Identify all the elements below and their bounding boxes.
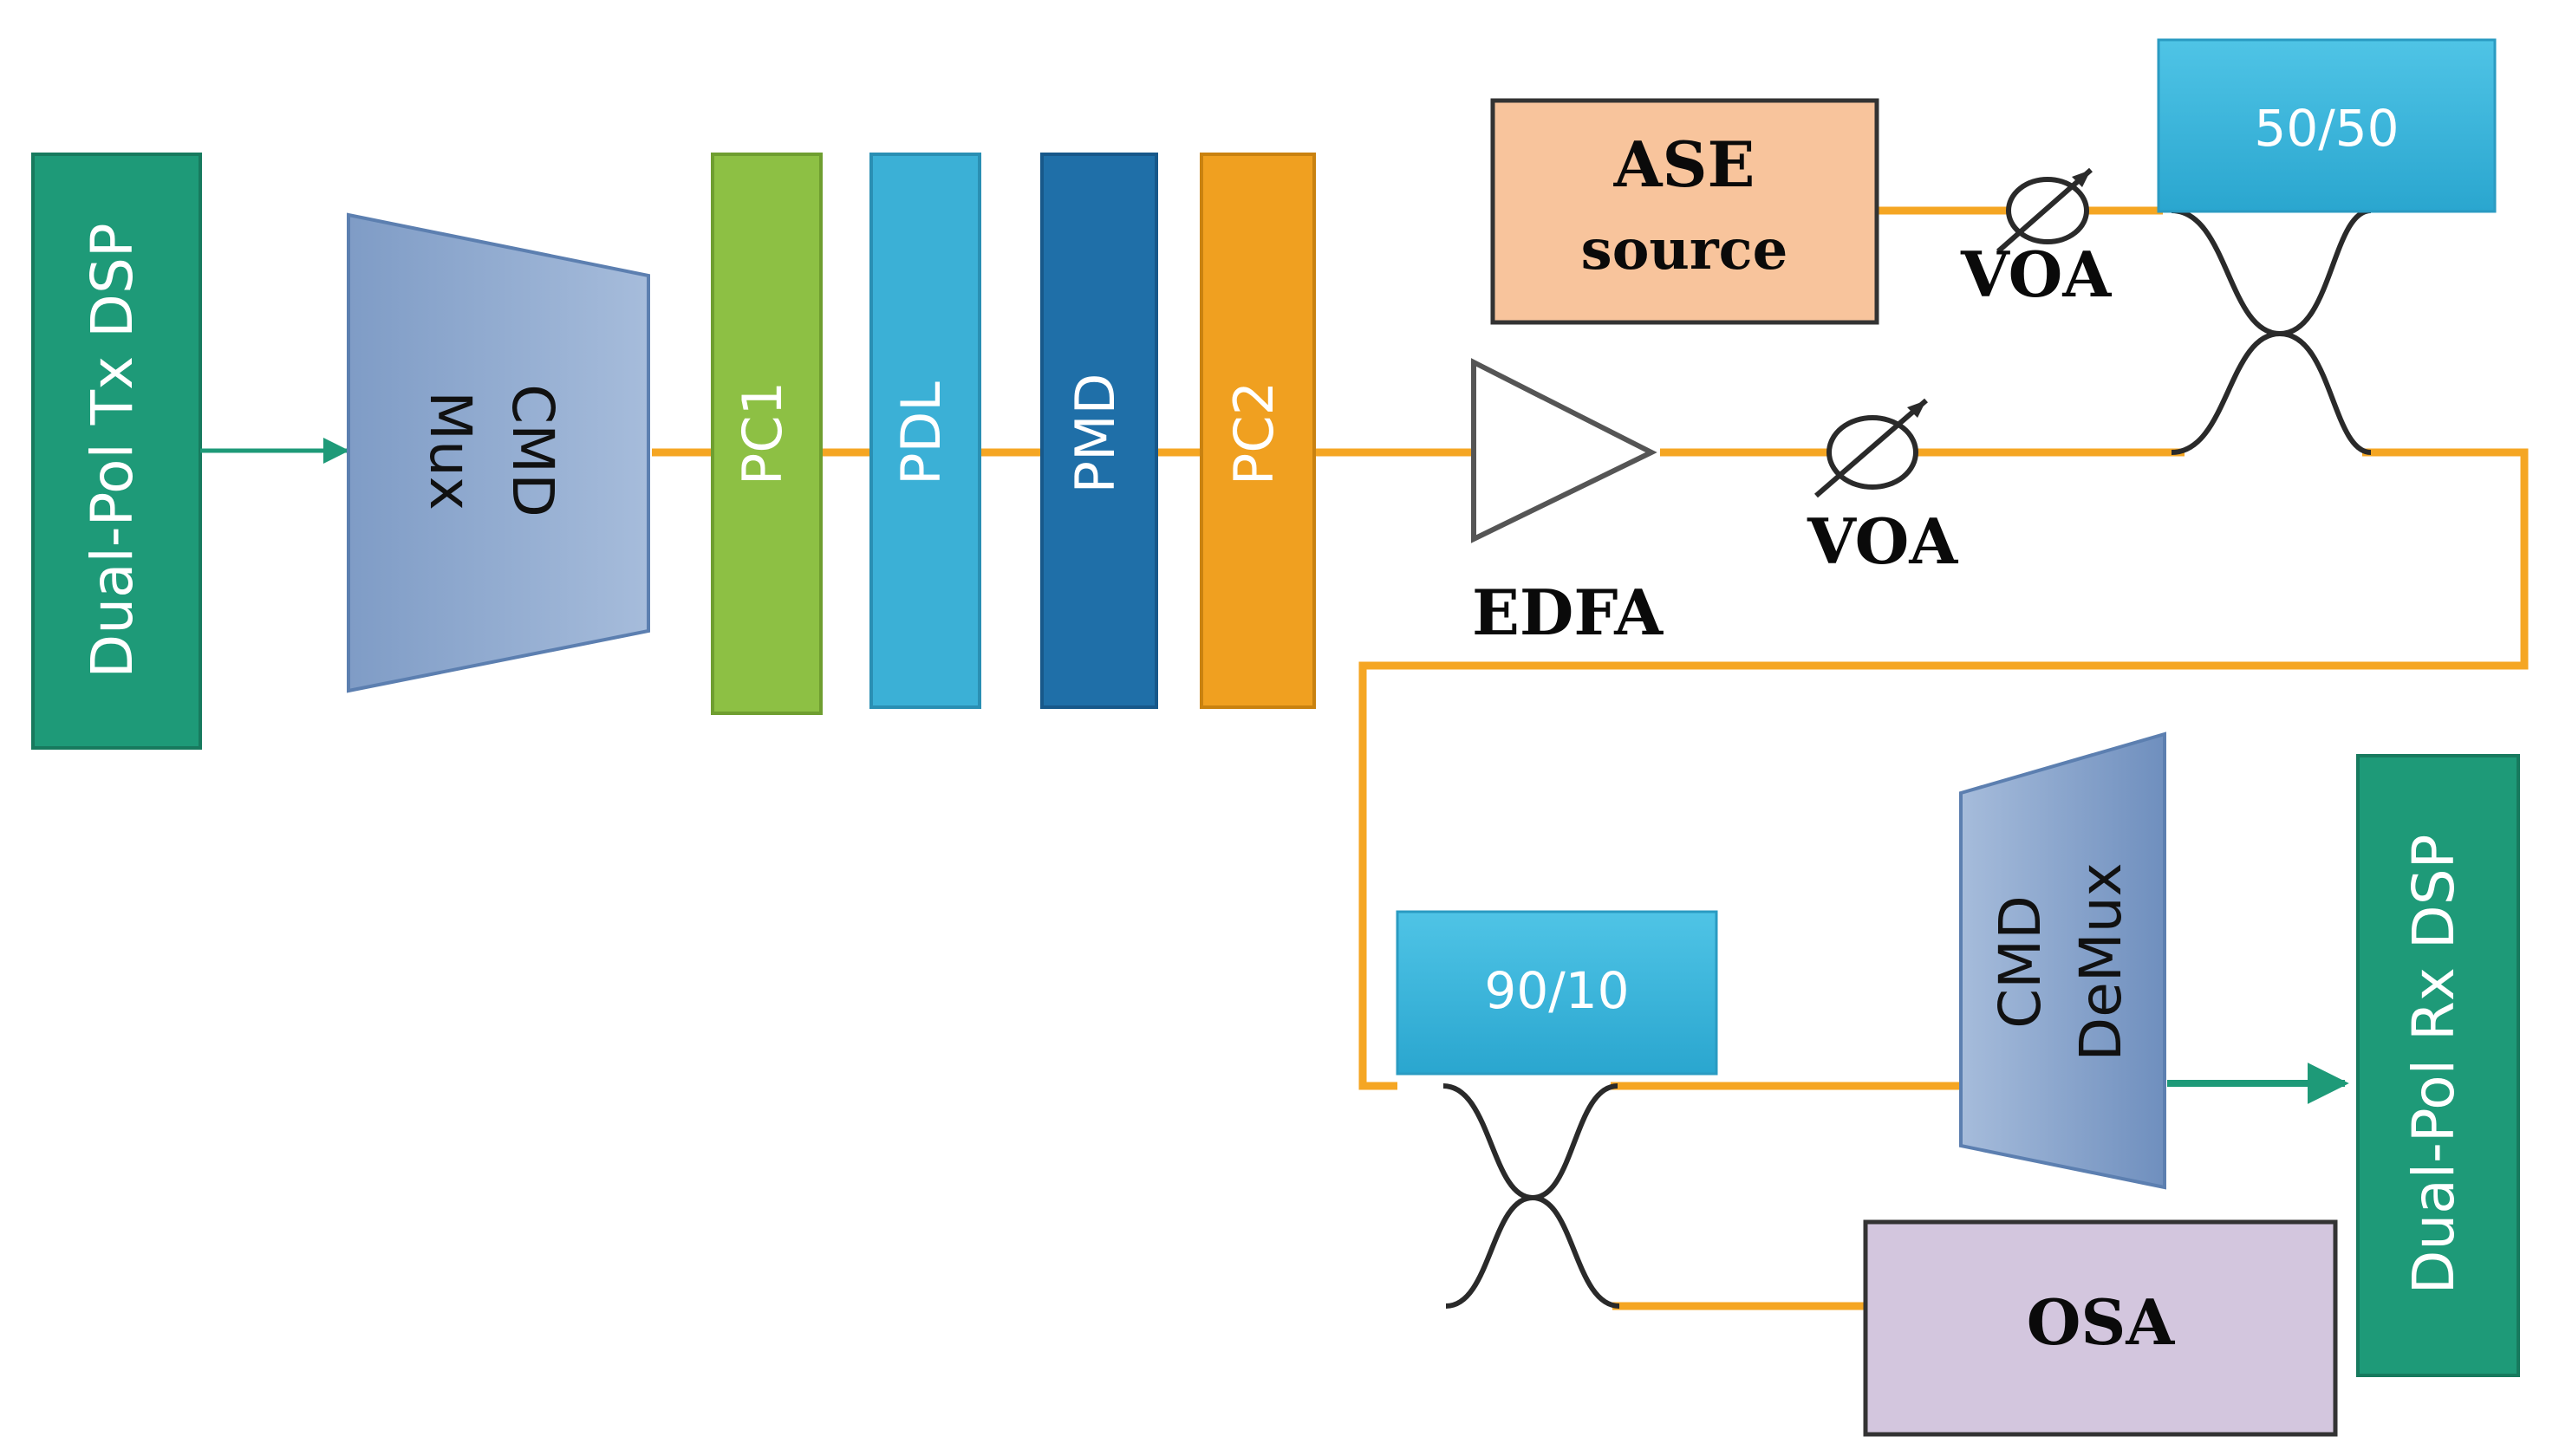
pc2-block: PC2: [1200, 153, 1316, 709]
ase-label-line1: ASE: [1613, 127, 1755, 201]
pmd-block: PMD: [1040, 153, 1158, 709]
ase-source-block: ASE source: [1490, 98, 1879, 325]
voa-main: VOA: [1807, 398, 1958, 578]
cmd-demux-label-line1: CMD: [1987, 895, 2054, 1029]
coupler-9010-block: 90/10: [1396, 910, 1718, 1076]
rx-dsp-label: Dual-Pol Rx DSP: [2400, 835, 2467, 1295]
edfa-label: EDFA: [1472, 575, 1664, 649]
pc2-label: PC2: [1222, 381, 1286, 485]
tx-dsp-label: Dual-Pol Tx DSP: [79, 223, 146, 678]
ase-label-line2: source: [1581, 218, 1788, 283]
cmd-demux-block: CMD DeMux: [1959, 731, 2166, 1190]
coupler-9010-label: 90/10: [1484, 961, 1629, 1020]
osa-label: OSA: [2027, 1285, 2176, 1359]
voa-ase-label: VOA: [1960, 237, 2112, 311]
coupler-5050-label: 50/50: [2254, 99, 2399, 158]
fiber-links: [652, 206, 2529, 1310]
tx-dsp-block: Dual-Pol Tx DSP: [31, 153, 202, 750]
edfa-amplifier: EDFA: [1471, 358, 1664, 649]
cmd-mux-label-line2: Mux: [417, 391, 484, 510]
rx-dsp-block: Dual-Pol Rx DSP: [2356, 754, 2520, 1377]
cmd-mux-block: CMD Mux: [347, 212, 650, 693]
cmd-mux-label-line1: CMD: [499, 384, 566, 517]
pc1-label: PC1: [731, 381, 794, 485]
voa-ase: VOA: [1960, 167, 2112, 311]
amplifier-triangle-icon: [1471, 358, 1657, 543]
osa-block: OSA: [1863, 1219, 2338, 1437]
coupler-5050-curve-b: [2171, 208, 2372, 455]
pc1-block: PC1: [711, 153, 823, 715]
coupler-curves: [1442, 208, 2372, 1309]
fiber-5050-to-9010: [1358, 448, 2529, 1090]
coupler-9010-curve-b: [1445, 1083, 1618, 1309]
pdl-block: PDL: [869, 153, 981, 709]
coupler-5050-block: 50/50: [2157, 38, 2497, 213]
attenuator-icon: [1826, 415, 1918, 490]
voa-main-label: VOA: [1807, 504, 1958, 578]
pdl-label: PDL: [889, 381, 953, 485]
cmd-demux-label-line2: DeMux: [2067, 862, 2134, 1061]
pmd-label: PMD: [1064, 374, 1127, 494]
